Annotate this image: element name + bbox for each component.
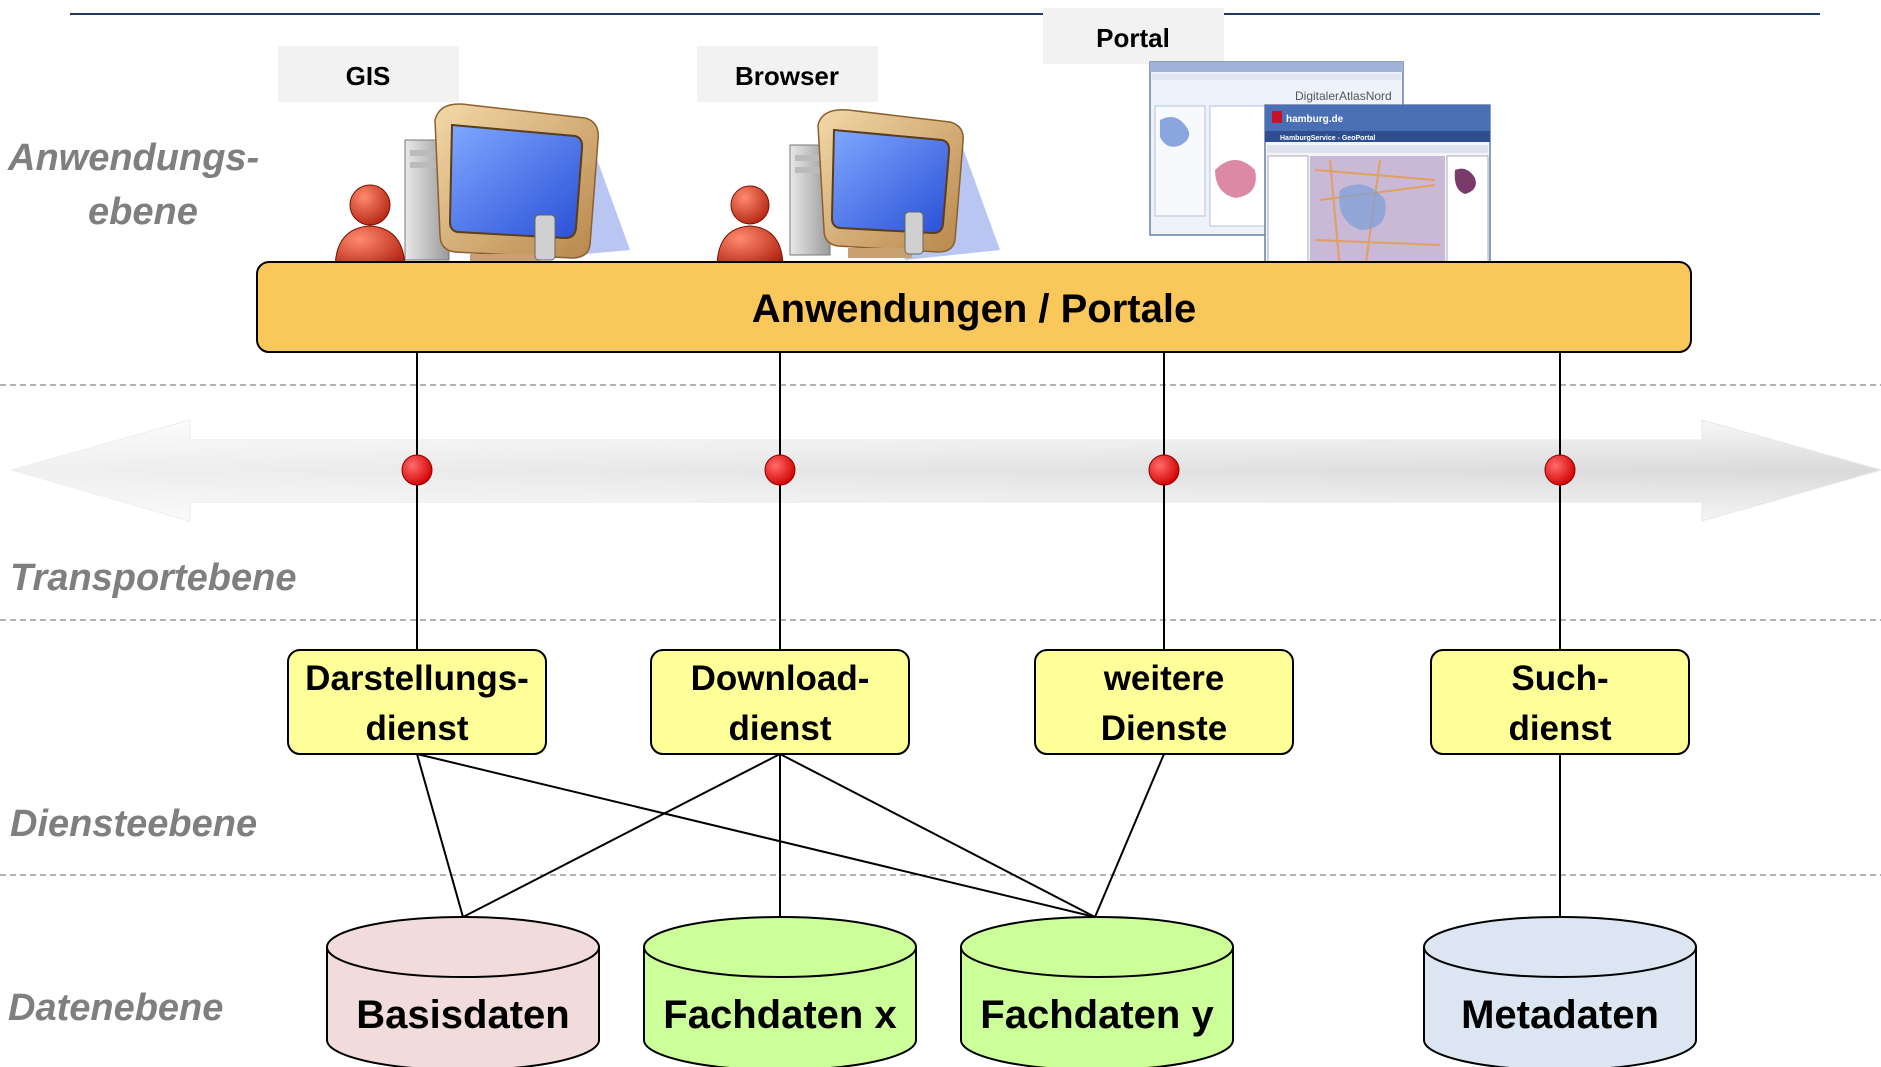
portal-tag: Portal [1043, 8, 1224, 64]
database-basisdaten: Basisdaten [326, 916, 600, 1067]
svg-text:Browser: Browser [735, 61, 839, 91]
svg-text:HamburgService - GeoPortal: HamburgService - GeoPortal [1280, 135, 1375, 142]
database-fachdaten-y: Fachdaten y [960, 916, 1234, 1067]
svg-text:hamburg.de: hamburg.de [1286, 114, 1344, 125]
connector-dot [764, 454, 796, 486]
svg-text:Fachdaten x: Fachdaten x [663, 993, 896, 1037]
svg-text:dienst: dienst [365, 709, 468, 748]
svg-text:Fachdaten y: Fachdaten y [980, 993, 1214, 1037]
svg-text:Such-: Such- [1511, 659, 1608, 698]
portal-screenshot-front: hamburg.de HamburgService - GeoPortal [1264, 104, 1491, 291]
browser-workstation-icon [716, 109, 1000, 269]
svg-text:weitere: weitere [1103, 659, 1225, 698]
connector-dot [401, 454, 433, 486]
svg-text:Basisdaten: Basisdaten [356, 993, 569, 1037]
application-bar: Anwendungen / Portale [256, 261, 1692, 353]
svg-text:Portal: Portal [1096, 23, 1170, 53]
connector-dots [401, 454, 1576, 486]
level-label-data: Datenebene [8, 987, 223, 1029]
browser-tag: Browser [697, 46, 878, 102]
svg-text:Darstellungs-: Darstellungs- [305, 659, 529, 698]
connector-dot [1544, 454, 1576, 486]
level-label-service: Diensteebene [10, 803, 257, 845]
svg-text:DigitalerAtlasNord: DigitalerAtlasNord [1295, 89, 1392, 103]
transport-arrow [10, 419, 1881, 522]
gis-tag: GIS [278, 46, 459, 102]
database-fachdaten-x: Fachdaten x [643, 916, 917, 1067]
connector-dot [1148, 454, 1180, 486]
service-box-downloaddienst: Download- dienst [650, 649, 910, 755]
svg-text:Metadaten: Metadaten [1461, 993, 1659, 1037]
level-label-transport: Transportebene [10, 557, 296, 599]
svg-text:Anwendungen / Portale: Anwendungen / Portale [752, 287, 1196, 331]
service-box-weitere-dienste: weitere Dienste [1034, 649, 1294, 755]
service-box-darstellungsdienst: Darstellungs- dienst [287, 649, 547, 755]
svg-text:dienst: dienst [728, 709, 831, 748]
gis-workstation-icon [334, 103, 630, 271]
svg-text:GIS: GIS [346, 61, 391, 91]
connection-lines [416, 350, 1561, 918]
svg-text:Download-: Download- [691, 659, 870, 698]
service-box-suchdienst: Such- dienst [1430, 649, 1690, 755]
level-label-application-1: Anwendungs- [7, 137, 259, 179]
database-metadaten: Metadaten [1423, 916, 1697, 1067]
svg-text:Dienste: Dienste [1101, 709, 1227, 748]
level-label-application-2: ebene [88, 191, 198, 233]
svg-text:dienst: dienst [1508, 709, 1611, 748]
